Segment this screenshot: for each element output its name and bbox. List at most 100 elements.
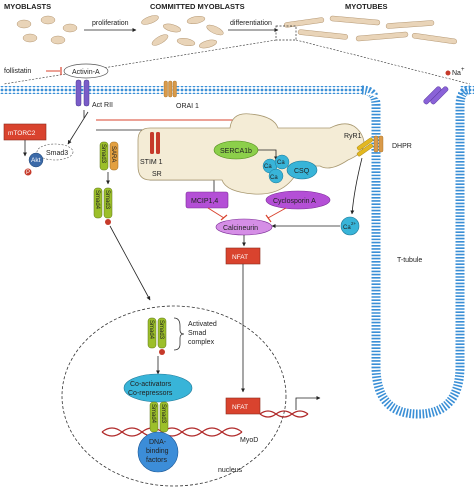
na-label: Na	[452, 70, 461, 77]
csq-label: CSQ	[294, 168, 310, 175]
act-rii-receptor	[75, 79, 90, 107]
t-tubule-label: T-tubule	[397, 257, 422, 264]
cyclosporin-inhibit-line	[267, 207, 287, 219]
smad4-cyto-label: Smad4	[94, 190, 100, 210]
myod-label: MyoD	[240, 437, 258, 444]
smad3-vertical-label: Smad3	[100, 144, 106, 164]
zoom-line-left	[3, 39, 277, 85]
akt-p-label: P	[26, 170, 30, 176]
plasma-membrane-left	[0, 86, 362, 94]
cyclosporin-ellipse	[265, 190, 331, 210]
dna-binding-line2: binding	[146, 448, 169, 455]
follistatin-label: follistatin	[4, 68, 31, 75]
committed-myoblasts-label: COMMITTED MYOBLASTS	[150, 2, 245, 11]
smad4-cyto	[93, 187, 103, 219]
activin-a-ellipse	[63, 63, 109, 79]
smad-phospho-icon	[105, 219, 111, 225]
mcip-inhibit-bar	[220, 214, 228, 221]
smad-to-nucleus-arrow	[109, 225, 151, 301]
csq-ellipse	[286, 160, 318, 180]
nucleus-label: nucleus	[218, 467, 243, 474]
stim1-protein	[150, 132, 160, 154]
activated-smad-line3: complex	[188, 339, 215, 346]
smad3-cyto-label: Smad3	[104, 190, 110, 210]
sr-label: SR	[152, 171, 162, 178]
na-channel	[423, 86, 449, 105]
orai1-label: ORAI 1	[176, 103, 199, 110]
smad3-cyto	[103, 187, 113, 219]
smad3-dna-label: Smad3	[160, 404, 166, 424]
cyclosporin-label: Cyclosporin A	[273, 198, 316, 205]
smad4-nuc-top-label: Smad4	[148, 320, 154, 340]
stim1-label: STIM 1	[140, 159, 163, 166]
sr-calcium-cluster	[262, 154, 290, 184]
myotubes-label: MYOTUBES	[345, 2, 388, 11]
sara-label: SARA	[110, 146, 116, 162]
smad4-dna	[149, 401, 159, 433]
nfat-dna-segment	[259, 410, 309, 418]
cytosolic-ca-label: Ca	[343, 225, 351, 231]
smad3-nuc-top	[157, 317, 167, 349]
sr-ca-label-1: Ca	[264, 164, 272, 170]
transcription-arrow	[295, 396, 321, 410]
serca-to-ca-arrow	[258, 149, 278, 161]
coactivators-ellipse	[123, 373, 193, 403]
smad4-nuc-top	[147, 317, 157, 349]
smad3-label-cyto: Smad3	[46, 150, 68, 157]
dna-binding-factors-circle	[137, 431, 179, 473]
act-rii-label: Act RII	[92, 102, 113, 109]
ryr1-channel	[356, 137, 374, 157]
nfat-nuc-box	[225, 397, 261, 415]
myoblast-cells	[16, 15, 78, 45]
smad3-vertical	[99, 141, 109, 171]
smad3-dashed	[36, 143, 74, 161]
dna-helix	[101, 427, 243, 437]
smad3-nuc-top-label: Smad3	[158, 320, 164, 340]
mtorc2-label: mTORC2	[8, 130, 36, 137]
mcip-label: MCIP1,4	[191, 198, 218, 205]
activated-smad-line2: Smad	[188, 330, 206, 337]
mcip-box	[185, 191, 229, 209]
t-tubule-outer	[361, 85, 471, 419]
dhpr-label: DHPR	[392, 143, 412, 150]
dhpr-channel	[373, 135, 384, 153]
akt-label: Akt	[31, 157, 41, 164]
zoom-box	[275, 25, 297, 41]
ryr1-release-arrow	[350, 157, 363, 215]
differentiation-label: differentiation	[230, 20, 272, 27]
serca-label: SERCA1b	[220, 148, 252, 155]
cytosolic-ca-circle	[340, 216, 360, 236]
activated-smad-line1: Activated	[188, 321, 217, 328]
ryr1-label: RyR1	[344, 133, 362, 140]
cytosolic-ca-sup: 2+	[351, 221, 357, 226]
actrii-to-smad3-arrow	[67, 111, 89, 145]
t-tubule-inner	[365, 93, 459, 406]
myotube-cells	[283, 15, 457, 45]
dna-binding-line3: factors	[146, 457, 168, 464]
calcineurin-label: Calcineurin	[223, 225, 258, 232]
proliferation-label: proliferation	[92, 20, 129, 27]
corepressors-label: Co-repressors	[128, 390, 173, 397]
mcip-inhibit-line	[207, 207, 225, 219]
akt-phospho-icon	[24, 168, 32, 176]
activin-a-label: Activin-A	[72, 69, 100, 76]
smad-nuc-phospho-icon	[159, 349, 165, 355]
zoom-line-right	[295, 39, 471, 85]
na-superscript: +	[461, 67, 465, 73]
sara-vertical	[109, 141, 119, 171]
nfat-nuc-label: NFAT	[232, 404, 248, 411]
dna-binding-line1: DNA-	[149, 439, 167, 446]
cyclosporin-inhibit-bar	[265, 214, 272, 223]
sr-ca-label-2: Ca	[277, 160, 285, 166]
sr-ca-label-3: Ca	[270, 175, 278, 181]
myoblasts-label: MYOBLASTS	[4, 2, 51, 11]
smad3-dna	[159, 401, 169, 433]
na-ion-icon	[445, 70, 451, 76]
smad4-dna-label: Smad4	[150, 404, 156, 424]
nucleus-boundary	[61, 305, 287, 487]
nfat-cyto-label: NFAT	[232, 254, 248, 261]
akt-circle	[28, 152, 44, 168]
smad-complex-brace	[173, 317, 185, 351]
orai1-channel	[163, 80, 177, 98]
